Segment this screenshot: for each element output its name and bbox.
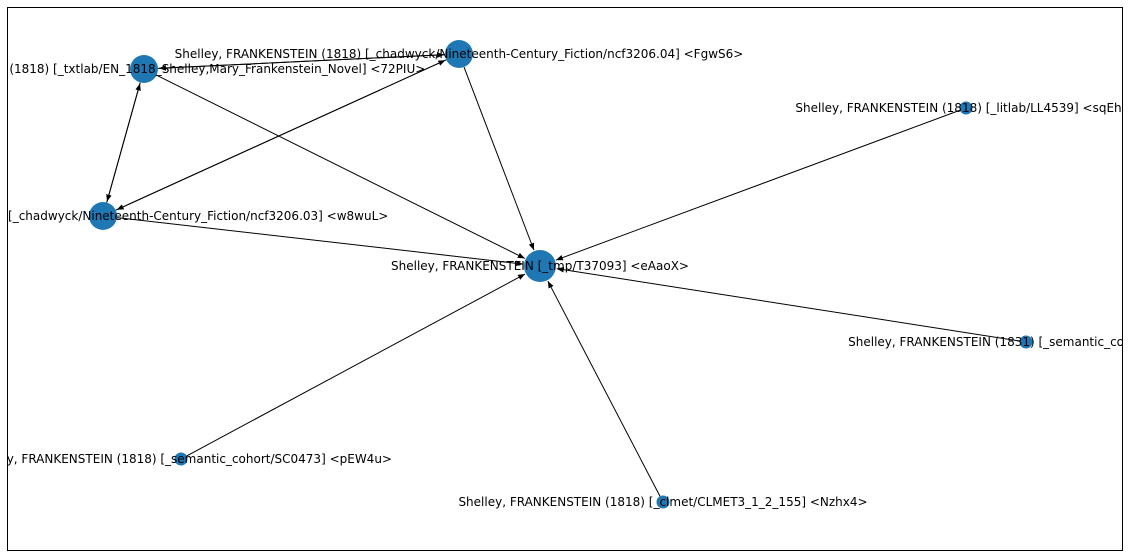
node-label-Nzhx4: Shelley, FRANKENSTEIN (1818) [_clmet/CLM… [458, 495, 867, 509]
node-label-pEW4u: Shelley, FRANKENSTEIN (1818) [_semantic_… [7, 452, 392, 466]
edge-sem1831-to-eAaoX [556, 266, 1020, 342]
edge-w8wuL-to-FgwS6 [115, 59, 446, 211]
node-label-sem1831: Shelley, FRANKENSTEIN (1831) [_semantic_… [848, 335, 1123, 349]
edge-sqEhr-to-eAaoX [555, 109, 961, 261]
node-label-eAaoX: Shelley, FRANKENSTEIN [_tmp/T37093] <eAa… [391, 259, 689, 273]
node-label-w8wuL: Shelley, FRANKENSTEIN (1818) [_chadwyck/… [7, 209, 388, 223]
node-sqEhr [959, 101, 973, 115]
graph-canvas: Shelley, FRANKENSTEIN [_tmp/T37093] <eAa… [7, 7, 1123, 551]
edge-FgwS6-to-72PIU [158, 54, 446, 71]
node-FgwS6 [445, 40, 473, 68]
edge-FgwS6-to-eAaoX [463, 66, 535, 251]
network-graph: Shelley, FRANKENSTEIN [_tmp/T37093] <eAa… [7, 7, 1123, 551]
node-label-FgwS6: Shelley, FRANKENSTEIN (1818) [_chadwyck/… [175, 47, 744, 61]
edge-w8wuL-to-72PIU [106, 83, 141, 203]
node-w8wuL [89, 202, 117, 230]
edges-layer [106, 52, 1020, 497]
node-eAaoX [524, 250, 556, 282]
labels-layer: Shelley, FRANKENSTEIN [_tmp/T37093] <eAa… [7, 47, 1123, 509]
edge-72PIU-to-eAaoX [156, 74, 526, 259]
node-pEW4u [174, 452, 188, 466]
edge-pEW4u-to-eAaoX [186, 273, 526, 457]
node-label-72PIU: Shelley, FRANKENSTEIN (1818) [_txtlab/EN… [7, 62, 425, 76]
node-sem1831 [1019, 335, 1033, 349]
edge-Nzhx4-to-eAaoX [547, 280, 661, 497]
node-label-sqEhr: Shelley, FRANKENSTEIN (1818) [_litlab/LL… [795, 101, 1123, 115]
nodes-layer [89, 40, 1033, 509]
node-Nzhx4 [656, 495, 670, 509]
plot-border [7, 7, 1123, 551]
edge-w8wuL-to-eAaoX [116, 217, 524, 267]
node-72PIU [130, 55, 158, 83]
